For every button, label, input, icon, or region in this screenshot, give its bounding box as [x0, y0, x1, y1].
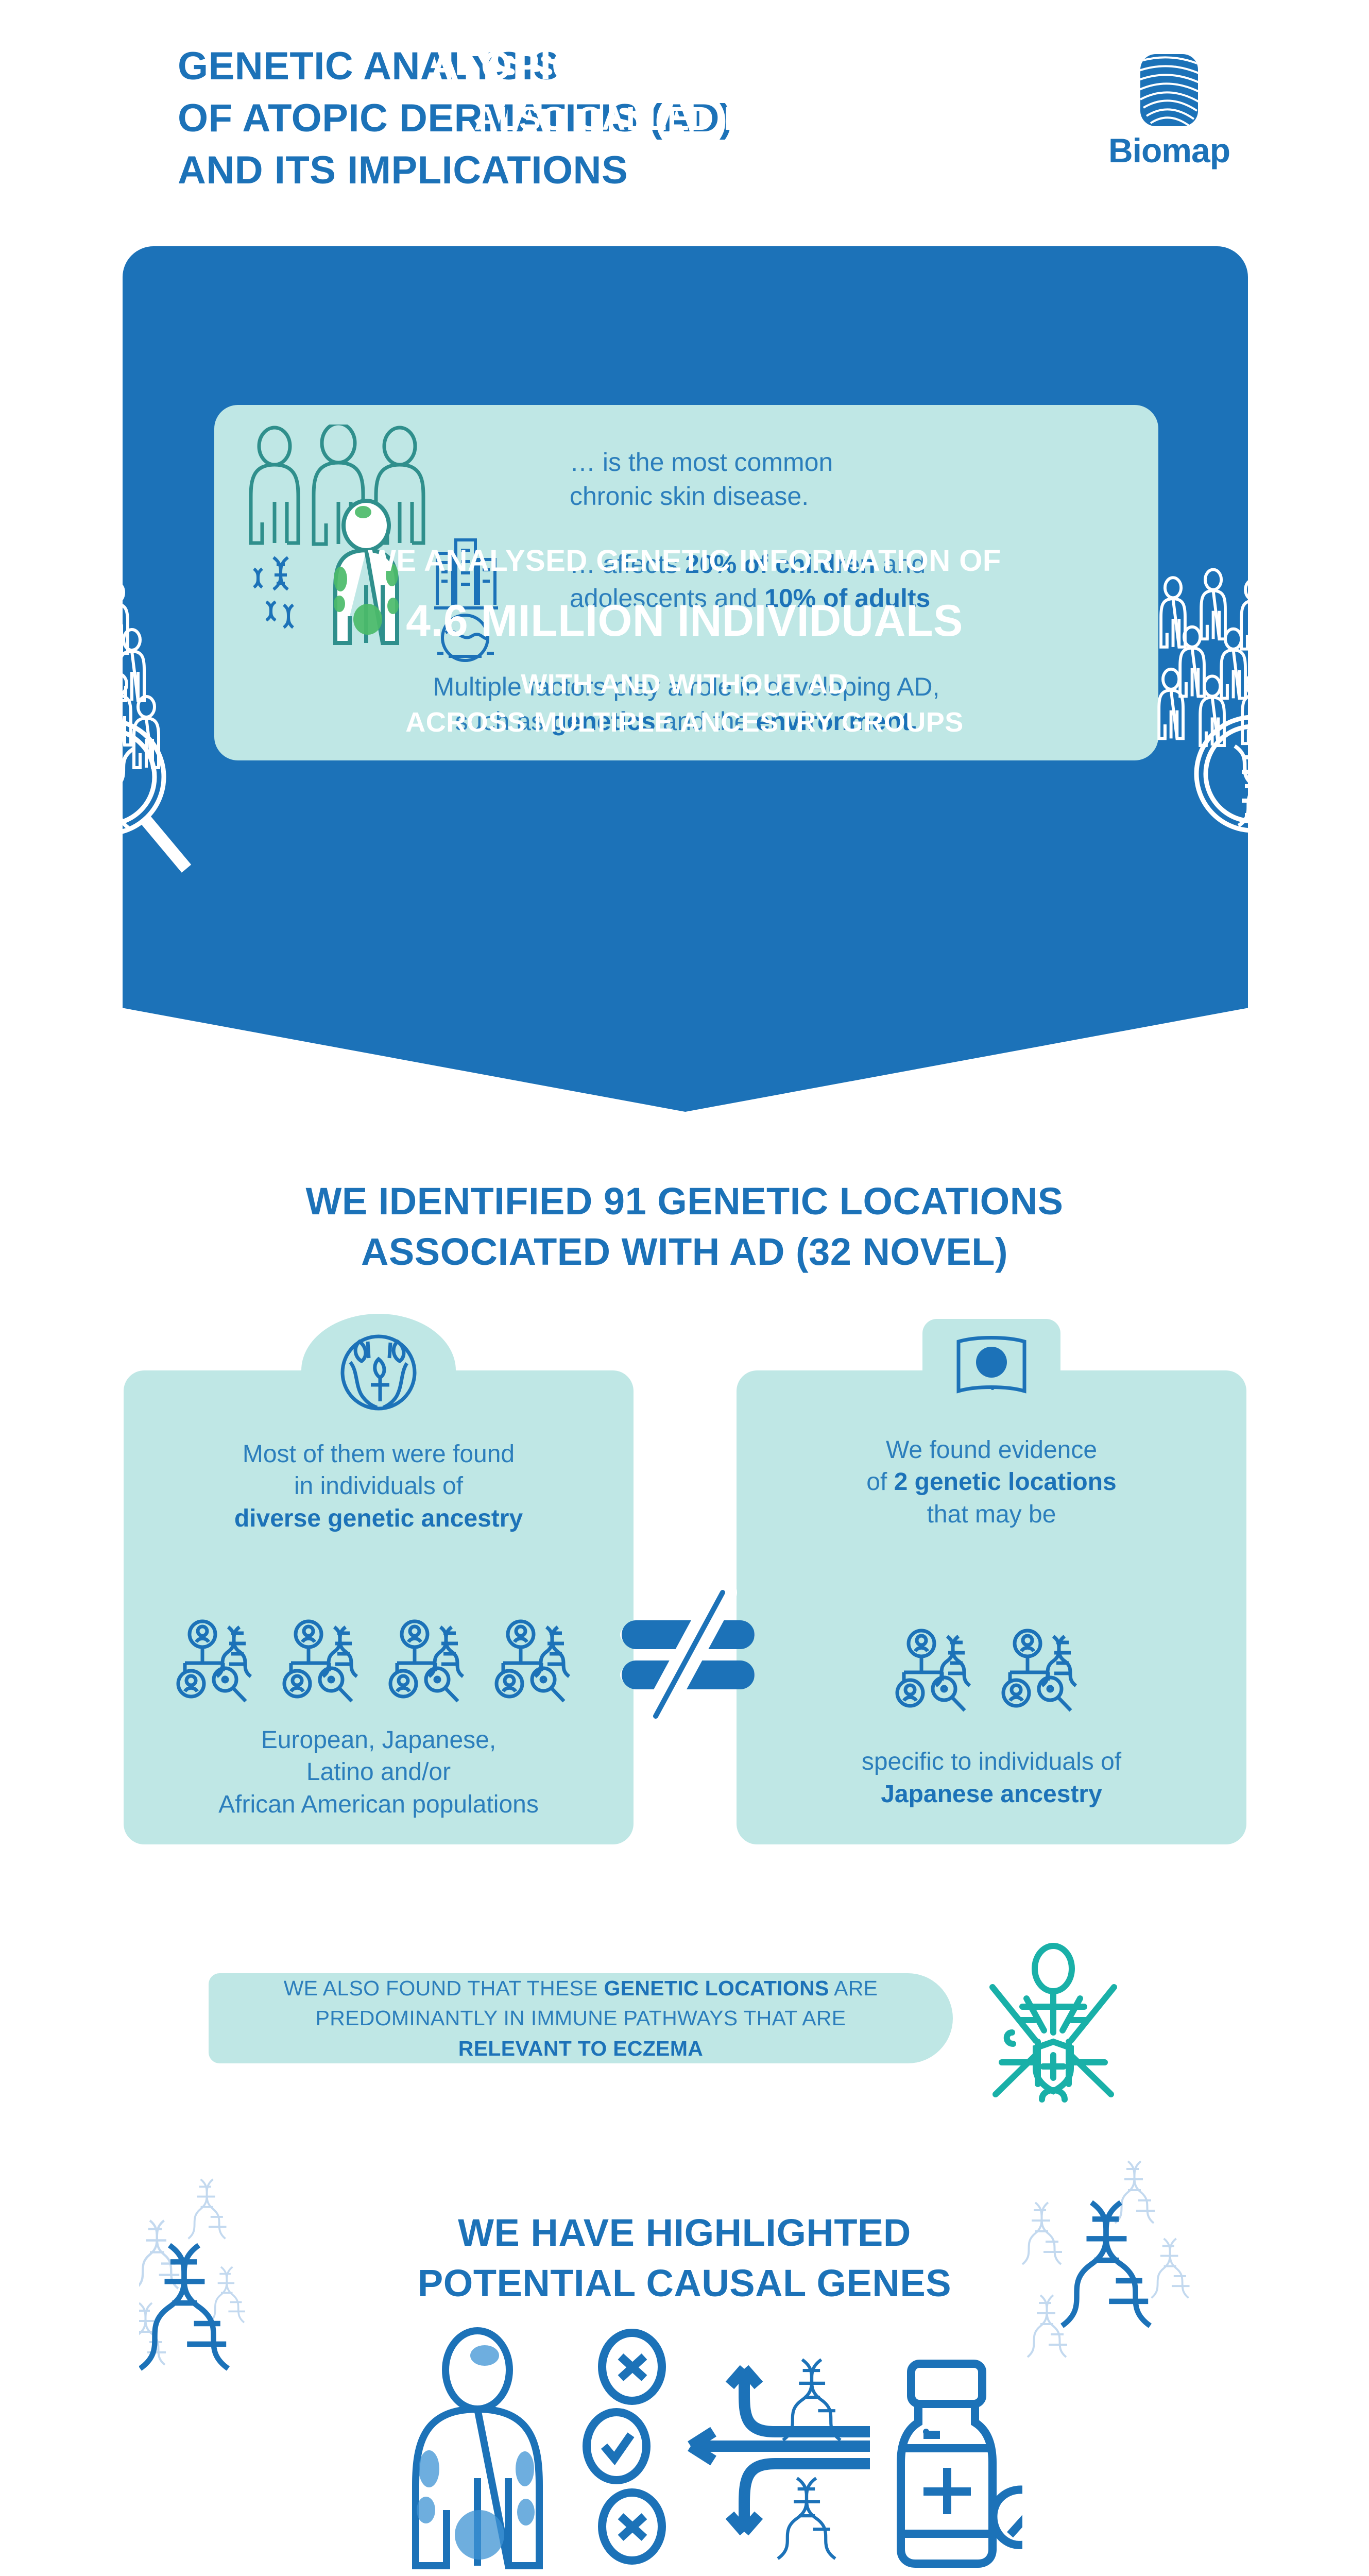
genetics-family-icon — [895, 1629, 971, 1712]
identified-line-1: WE IDENTIFIED 91 GENETIC LOCATIONS — [305, 1180, 1064, 1223]
immune-line-3: RELEVANT TO ECZEMA — [458, 2036, 704, 2060]
dna-cluster-right-icon — [1021, 2160, 1190, 2358]
biomap-logo-text: Biomap — [1108, 131, 1230, 170]
panel-right-bottom-text: specific to individuals of Japanese ance… — [757, 1746, 1226, 1810]
immune-line-2: PREDOMINANTLY IN IMMUNE PATHWAYS THAT AR… — [315, 2006, 846, 2030]
immune-text: WE ALSO FOUND THAT THESE GENETIC LOCATIO… — [209, 1973, 953, 2063]
analysed-block: WE ANALYSED GENETIC INFORMATION OF 4.6 M… — [0, 544, 1369, 738]
panel-left-pop-2: Latino and/or — [306, 1758, 451, 1786]
panel-right-bold: Japanese ancestry — [881, 1780, 1102, 1808]
genetics-family-icon — [388, 1619, 465, 1703]
ad-facts-card: … is the most common chronic skin diseas… — [214, 405, 1158, 760]
panel-left-top-text: Most of them were found in individuals o… — [144, 1438, 613, 1535]
fingerprint-logo-icon — [1140, 54, 1198, 126]
page-title: GENETIC ANALYSIS OF ATOPIC DERMATITIS (A… — [178, 40, 733, 196]
biomap-logo: Biomap — [1092, 54, 1246, 170]
ad-facts-text: … is the most common chronic skin diseas… — [570, 445, 1131, 615]
ad-factors-text: Multiple factors play a role in developi… — [214, 670, 1158, 739]
title-line-1: GENETIC ANALYSIS — [178, 44, 560, 88]
factors-line-1: Multiple factors play a role in developi… — [433, 672, 940, 701]
header: GENETIC ANALYSIS OF ATOPIC DERMATITIS (A… — [0, 0, 1369, 227]
panel-diverse-ancestry: Most of them were found in individuals o… — [124, 1314, 634, 1844]
banner-title: ATOPIC DERMATITIS (AD) ALSO CALLED ECZEM… — [0, 42, 1369, 138]
genetics-family-icon — [176, 1619, 252, 1703]
immune-line-1: WE ALSO FOUND THAT THESE GENETIC LOCATIO… — [283, 1976, 878, 2001]
fact-prevalence: … affects 20% of children and adolescent… — [570, 550, 931, 613]
identified-heading: WE IDENTIFIED 91 GENETIC LOCATIONS ASSOC… — [0, 1176, 1369, 1278]
panel-left-bold: diverse genetic ancestry — [234, 1504, 523, 1532]
analysed-line-3: WITH AND WITHOUT AD — [521, 669, 848, 700]
panel-left-pop-1: European, Japanese, — [261, 1726, 497, 1754]
magnifier-dna-left-icon — [48, 718, 192, 873]
identified-line-2: ASSOCIATED WITH AD (32 NOVEL) — [361, 1230, 1008, 1274]
genetics-family-icon — [282, 1619, 358, 1703]
genetics-family-icon — [1001, 1629, 1077, 1712]
panel-right-specific: specific to individuals of — [861, 1748, 1122, 1776]
panel-japanese-ancestry: We found evidence of 2 genetic locations… — [737, 1319, 1246, 1844]
factors-line-2: such as genetics and the environment. — [455, 707, 918, 736]
dna-cluster-left-icon — [139, 2178, 245, 2371]
panel-left-line-2: in individuals of — [294, 1472, 464, 1500]
causal-heading: WE HAVE HIGHLIGHTED POTENTIAL CAUSAL GEN… — [0, 2208, 1369, 2309]
immune-person-shield-icon — [989, 1943, 1117, 2103]
panel-left-icon-row — [124, 1618, 634, 1705]
crowd-left-icon — [30, 571, 160, 769]
banner-title-line-1: ATOPIC DERMATITIS (AD) — [430, 43, 939, 88]
causal-line-2: POTENTIAL CAUSAL GENES — [417, 2262, 952, 2305]
analysed-line-1: WE ANALYSED GENETIC INFORMATION OF — [368, 544, 1001, 578]
panel-right-line-3: that may be — [927, 1500, 1056, 1528]
title-line-2: OF ATOPIC DERMATITIS (AD) — [178, 96, 733, 141]
banner-title-line-2: ALSO CALLED ECZEMA... — [474, 100, 895, 137]
fact-common: … is the most common chronic skin diseas… — [570, 448, 833, 511]
panel-right-line-1: We found evidence — [885, 1436, 1098, 1464]
panel-left-bottom-text: European, Japanese, Latino and/or Africa… — [144, 1724, 613, 1821]
magnifier-dna-right-icon — [1194, 715, 1330, 868]
japan-flag-icon — [956, 1336, 1026, 1394]
not-equal-icon — [620, 1578, 755, 1731]
causal-line-1: WE HAVE HIGHLIGHTED — [458, 2211, 911, 2254]
panel-left-line-1: Most of them were found — [242, 1440, 515, 1468]
panel-right-line-2: of 2 genetic locations — [866, 1468, 1117, 1496]
panel-left-pop-3: African American populations — [218, 1790, 539, 1818]
globe-people-icon — [340, 1334, 417, 1411]
people-dna-city-illustration — [249, 425, 498, 662]
panel-right-top-text: We found evidence of 2 genetic locations… — [757, 1434, 1226, 1531]
immune-band — [209, 1973, 953, 2063]
analysed-number: 4.6 MILLION INDIVIDUALS — [406, 596, 963, 646]
causal-genes-illustration — [412, 2327, 1022, 2569]
analysed-line-4: ACROSS MULTIPLE ANCESTRY GROUPS — [405, 707, 964, 738]
panel-right-icon-row — [737, 1627, 1246, 1715]
title-line-3: AND ITS IMPLICATIONS — [178, 148, 628, 193]
genetics-family-icon — [494, 1619, 571, 1703]
